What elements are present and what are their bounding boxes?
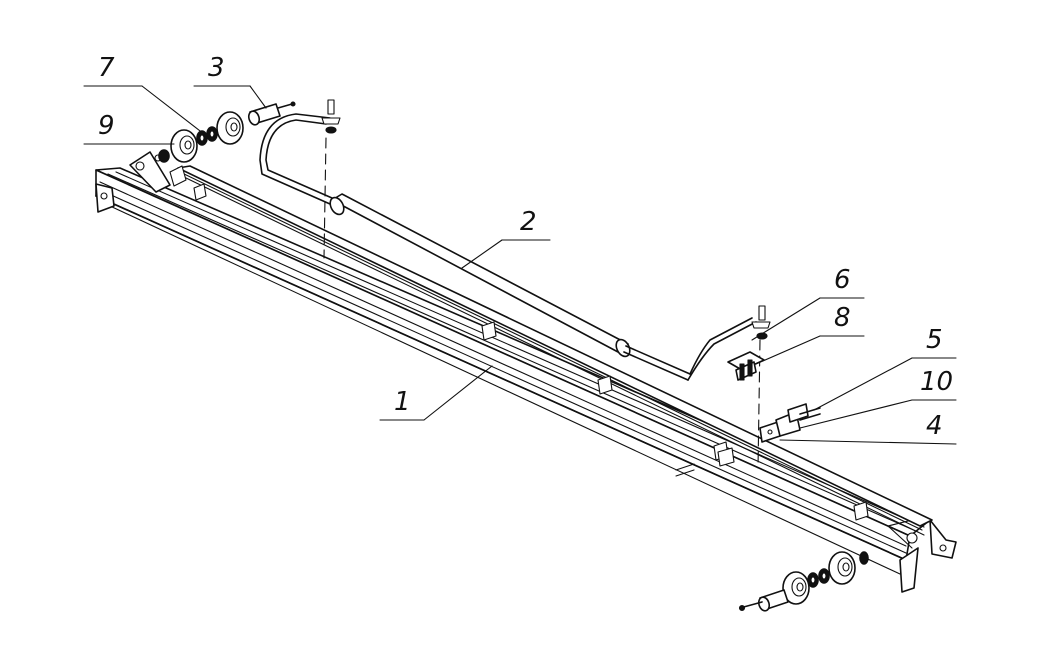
label-part-2: 2: [520, 207, 537, 237]
label-part-1: 1: [394, 387, 411, 417]
label-part-6: 6: [834, 265, 851, 295]
bracket-part-6-8: [727, 351, 765, 381]
label-part-7: 7: [98, 53, 115, 83]
clamp-part-4-5-10: [759, 403, 821, 443]
leader-lines: [83, 85, 957, 445]
label-part-8: 8: [834, 303, 851, 333]
roller-assembly-bottom-right: [738, 551, 869, 612]
label-part-3: 3: [208, 53, 225, 83]
label-part-9: 9: [98, 111, 115, 141]
label-part-5: 5: [926, 325, 943, 355]
gas-spring-part-2: [259, 99, 771, 381]
upper-guide-rail: [129, 151, 933, 536]
roller-assembly-top-left: [158, 101, 296, 163]
label-part-10: 10: [920, 367, 953, 397]
label-part-4: 4: [926, 411, 943, 441]
part-labels: 7 3 9 2 1 6 8 5 10 4: [98, 53, 953, 441]
rail-clips: [193, 183, 869, 521]
